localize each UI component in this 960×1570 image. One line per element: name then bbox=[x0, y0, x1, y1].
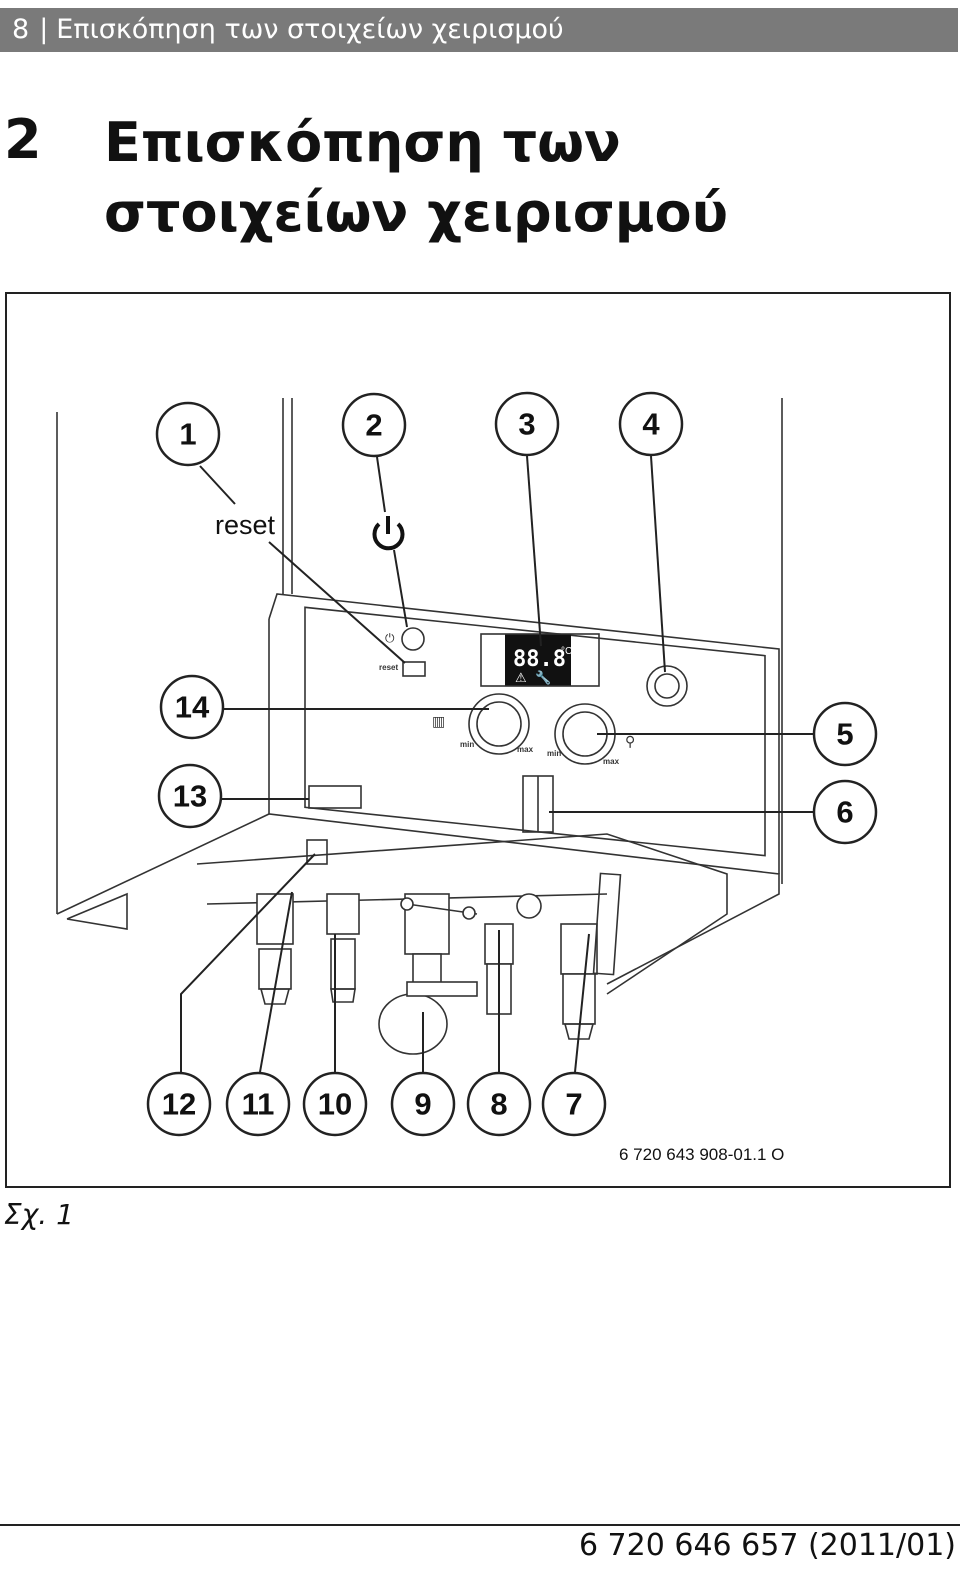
callout-2-label: 2 bbox=[365, 408, 382, 443]
footer-doc-code: 6 720 646 657 (2011/01) bbox=[578, 1528, 956, 1563]
callout-12-label: 12 bbox=[162, 1087, 196, 1122]
boiler-control-diagram: ⏻ reset 88.8 °C ⚠ 🔧 ▥ min max ⚲ min max bbox=[56, 391, 878, 1164]
callout-14: 14 bbox=[159, 674, 225, 740]
power-button bbox=[401, 627, 425, 651]
figure-caption: Σχ. 1 bbox=[4, 1198, 74, 1231]
callout-13-label: 13 bbox=[173, 779, 207, 814]
callout-9-label: 9 bbox=[414, 1087, 431, 1122]
radiator-icon: ▥ bbox=[432, 714, 445, 730]
callout-4: 4 bbox=[618, 391, 684, 457]
reset-button bbox=[402, 661, 426, 677]
heating-dial-max: max bbox=[517, 745, 534, 754]
callout-4-label: 4 bbox=[642, 407, 660, 442]
callout-11-label: 11 bbox=[242, 1087, 275, 1122]
callout-1-label: 1 bbox=[179, 417, 196, 452]
callout-10-label: 10 bbox=[318, 1087, 352, 1122]
figure-frame: ⏻ reset 88.8 °C ⚠ 🔧 ▥ min max ⚲ min max bbox=[5, 292, 951, 1188]
callout-5-label: 5 bbox=[836, 717, 853, 752]
heating-dial-min: min bbox=[460, 740, 474, 749]
reset-label: reset bbox=[215, 510, 276, 540]
digital-display bbox=[505, 634, 571, 686]
footer-rule bbox=[0, 1524, 960, 1526]
type-label-plate bbox=[308, 785, 362, 809]
callout-12: 12 bbox=[146, 1071, 212, 1137]
wrench-icon: 🔧 bbox=[535, 669, 551, 686]
callout-3-label: 3 bbox=[518, 407, 535, 442]
pressure-gauge bbox=[646, 665, 688, 707]
page-number: 8 bbox=[12, 14, 30, 45]
drain-tap bbox=[306, 839, 328, 865]
water-dial-min: min bbox=[547, 749, 561, 758]
callout-2: 2 bbox=[341, 392, 407, 458]
chapter-number: 2 bbox=[4, 108, 42, 171]
tap-icon: ⚲ bbox=[625, 734, 635, 750]
pipe-connections bbox=[196, 833, 728, 1055]
callout-9: 9 bbox=[390, 1071, 456, 1137]
callout-6-label: 6 bbox=[836, 795, 853, 830]
callout-1: 1 bbox=[155, 401, 221, 467]
callout-7: 7 bbox=[541, 1071, 607, 1137]
callout-14-label: 14 bbox=[175, 690, 210, 725]
boiler-casing bbox=[56, 398, 783, 985]
svg-text:⏻: ⏻ bbox=[385, 631, 395, 645]
drawing-code: 6 720 643 908-01.1 O bbox=[619, 1145, 784, 1164]
callout-11: 11 bbox=[225, 1071, 291, 1137]
display-digits: 88.8 bbox=[513, 647, 566, 672]
running-header: 8 |Επισκόπηση των στοιχείων χειρισμού bbox=[0, 8, 958, 52]
callout-3: 3 bbox=[494, 391, 560, 457]
callout-7-label: 7 bbox=[565, 1087, 582, 1122]
callout-8-label: 8 bbox=[490, 1087, 507, 1122]
running-title: Επισκόπηση των στοιχείων χειρισμού bbox=[56, 14, 564, 45]
callout-10: 10 bbox=[302, 1071, 368, 1137]
water-dial-max: max bbox=[603, 757, 620, 766]
warning-icon: ⚠ bbox=[515, 671, 527, 686]
callout-5: 5 bbox=[812, 701, 878, 767]
control-panel: ⏻ reset 88.8 °C ⚠ 🔧 ▥ min max ⚲ min max bbox=[308, 627, 688, 833]
panel-reset-label: reset bbox=[379, 663, 398, 672]
callout-8: 8 bbox=[466, 1071, 532, 1137]
chapter-title: Επισκόπηση των στοιχείων χειρισμού bbox=[104, 111, 729, 244]
callout-13: 13 bbox=[157, 763, 223, 829]
power-icon bbox=[372, 516, 405, 551]
display-unit: °C bbox=[561, 646, 572, 657]
header-separator: | bbox=[39, 14, 49, 45]
leader-lines bbox=[180, 455, 815, 1073]
callout-6: 6 bbox=[812, 779, 878, 845]
